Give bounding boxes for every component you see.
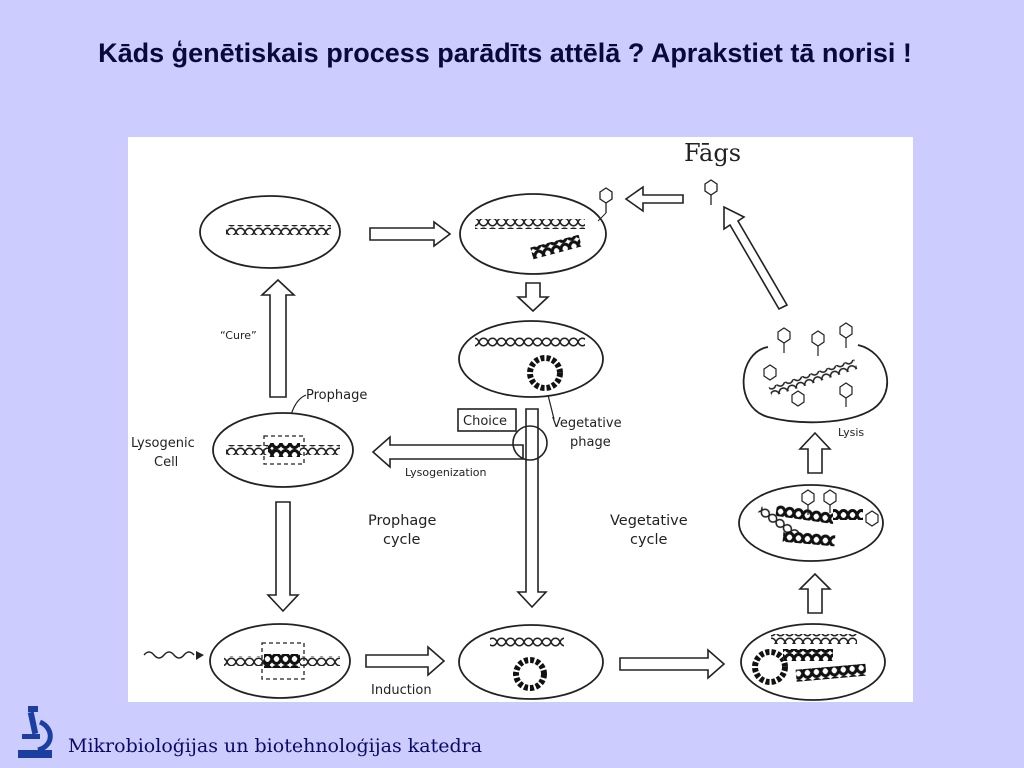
choice-junction xyxy=(512,425,548,461)
vegetative-cycle-label-2: cycle xyxy=(630,532,668,548)
excised-prophage-cell xyxy=(458,624,604,700)
footer-department: Mikrobioloģijas un biotehnoloģijas kated… xyxy=(68,735,483,757)
arrow-infection xyxy=(369,220,452,248)
uv-signal-icon xyxy=(143,651,204,660)
lysing-cell xyxy=(742,322,889,424)
choice-box: Choice xyxy=(457,408,517,432)
bacterium-cell xyxy=(199,195,341,269)
lysogenic-cell-label: Lysogenic xyxy=(131,436,195,451)
arrow-phage-release xyxy=(624,185,684,213)
arrow-up xyxy=(798,572,832,614)
arrow-right xyxy=(619,648,726,680)
induced-cell xyxy=(209,623,351,699)
slide-title: Kāds ģenētiskais process parādīts attēlā… xyxy=(98,38,912,68)
induction-label: Induction xyxy=(371,683,432,698)
vegetative-phage-label-2: phage xyxy=(570,435,611,450)
assembly-cell xyxy=(738,484,884,562)
infected-cell xyxy=(459,193,607,275)
phage-cycle-diagram: Fāgs “Cu xyxy=(128,137,913,702)
arrow-up xyxy=(798,431,832,474)
vegetative-cycle-label: Vegetative xyxy=(610,513,688,529)
phage-icon xyxy=(704,179,718,205)
arrow-cure xyxy=(259,278,297,398)
circularized-dna-cell xyxy=(458,320,604,398)
prophage-cycle-label-2: cycle xyxy=(383,532,421,548)
lysogenic-cell xyxy=(212,412,354,488)
phage-icon xyxy=(597,187,613,222)
cure-label: “Cure” xyxy=(220,329,257,342)
lysogenization-label: Lysogenization xyxy=(405,466,486,479)
choice-label: Choice xyxy=(463,414,507,429)
vegetative-phage-label: Vegetative xyxy=(552,416,622,431)
prophage-cycle-label: Prophage xyxy=(368,513,436,529)
arrow-down xyxy=(266,501,300,613)
fags-label: Fāgs xyxy=(684,139,741,167)
arrow-induction xyxy=(365,645,446,677)
lysis-label: Lysis xyxy=(838,426,864,439)
prophage-label: Prophage xyxy=(306,388,367,403)
arrow-released-phage xyxy=(723,205,789,311)
arrow-down xyxy=(515,282,551,313)
lysogenic-cell-label-2: Cell xyxy=(154,455,178,470)
microscope-icon xyxy=(14,704,56,762)
replication-cell xyxy=(740,623,886,701)
arrow-vegetative-track xyxy=(516,408,548,609)
arrow-lysogenization xyxy=(371,435,524,469)
